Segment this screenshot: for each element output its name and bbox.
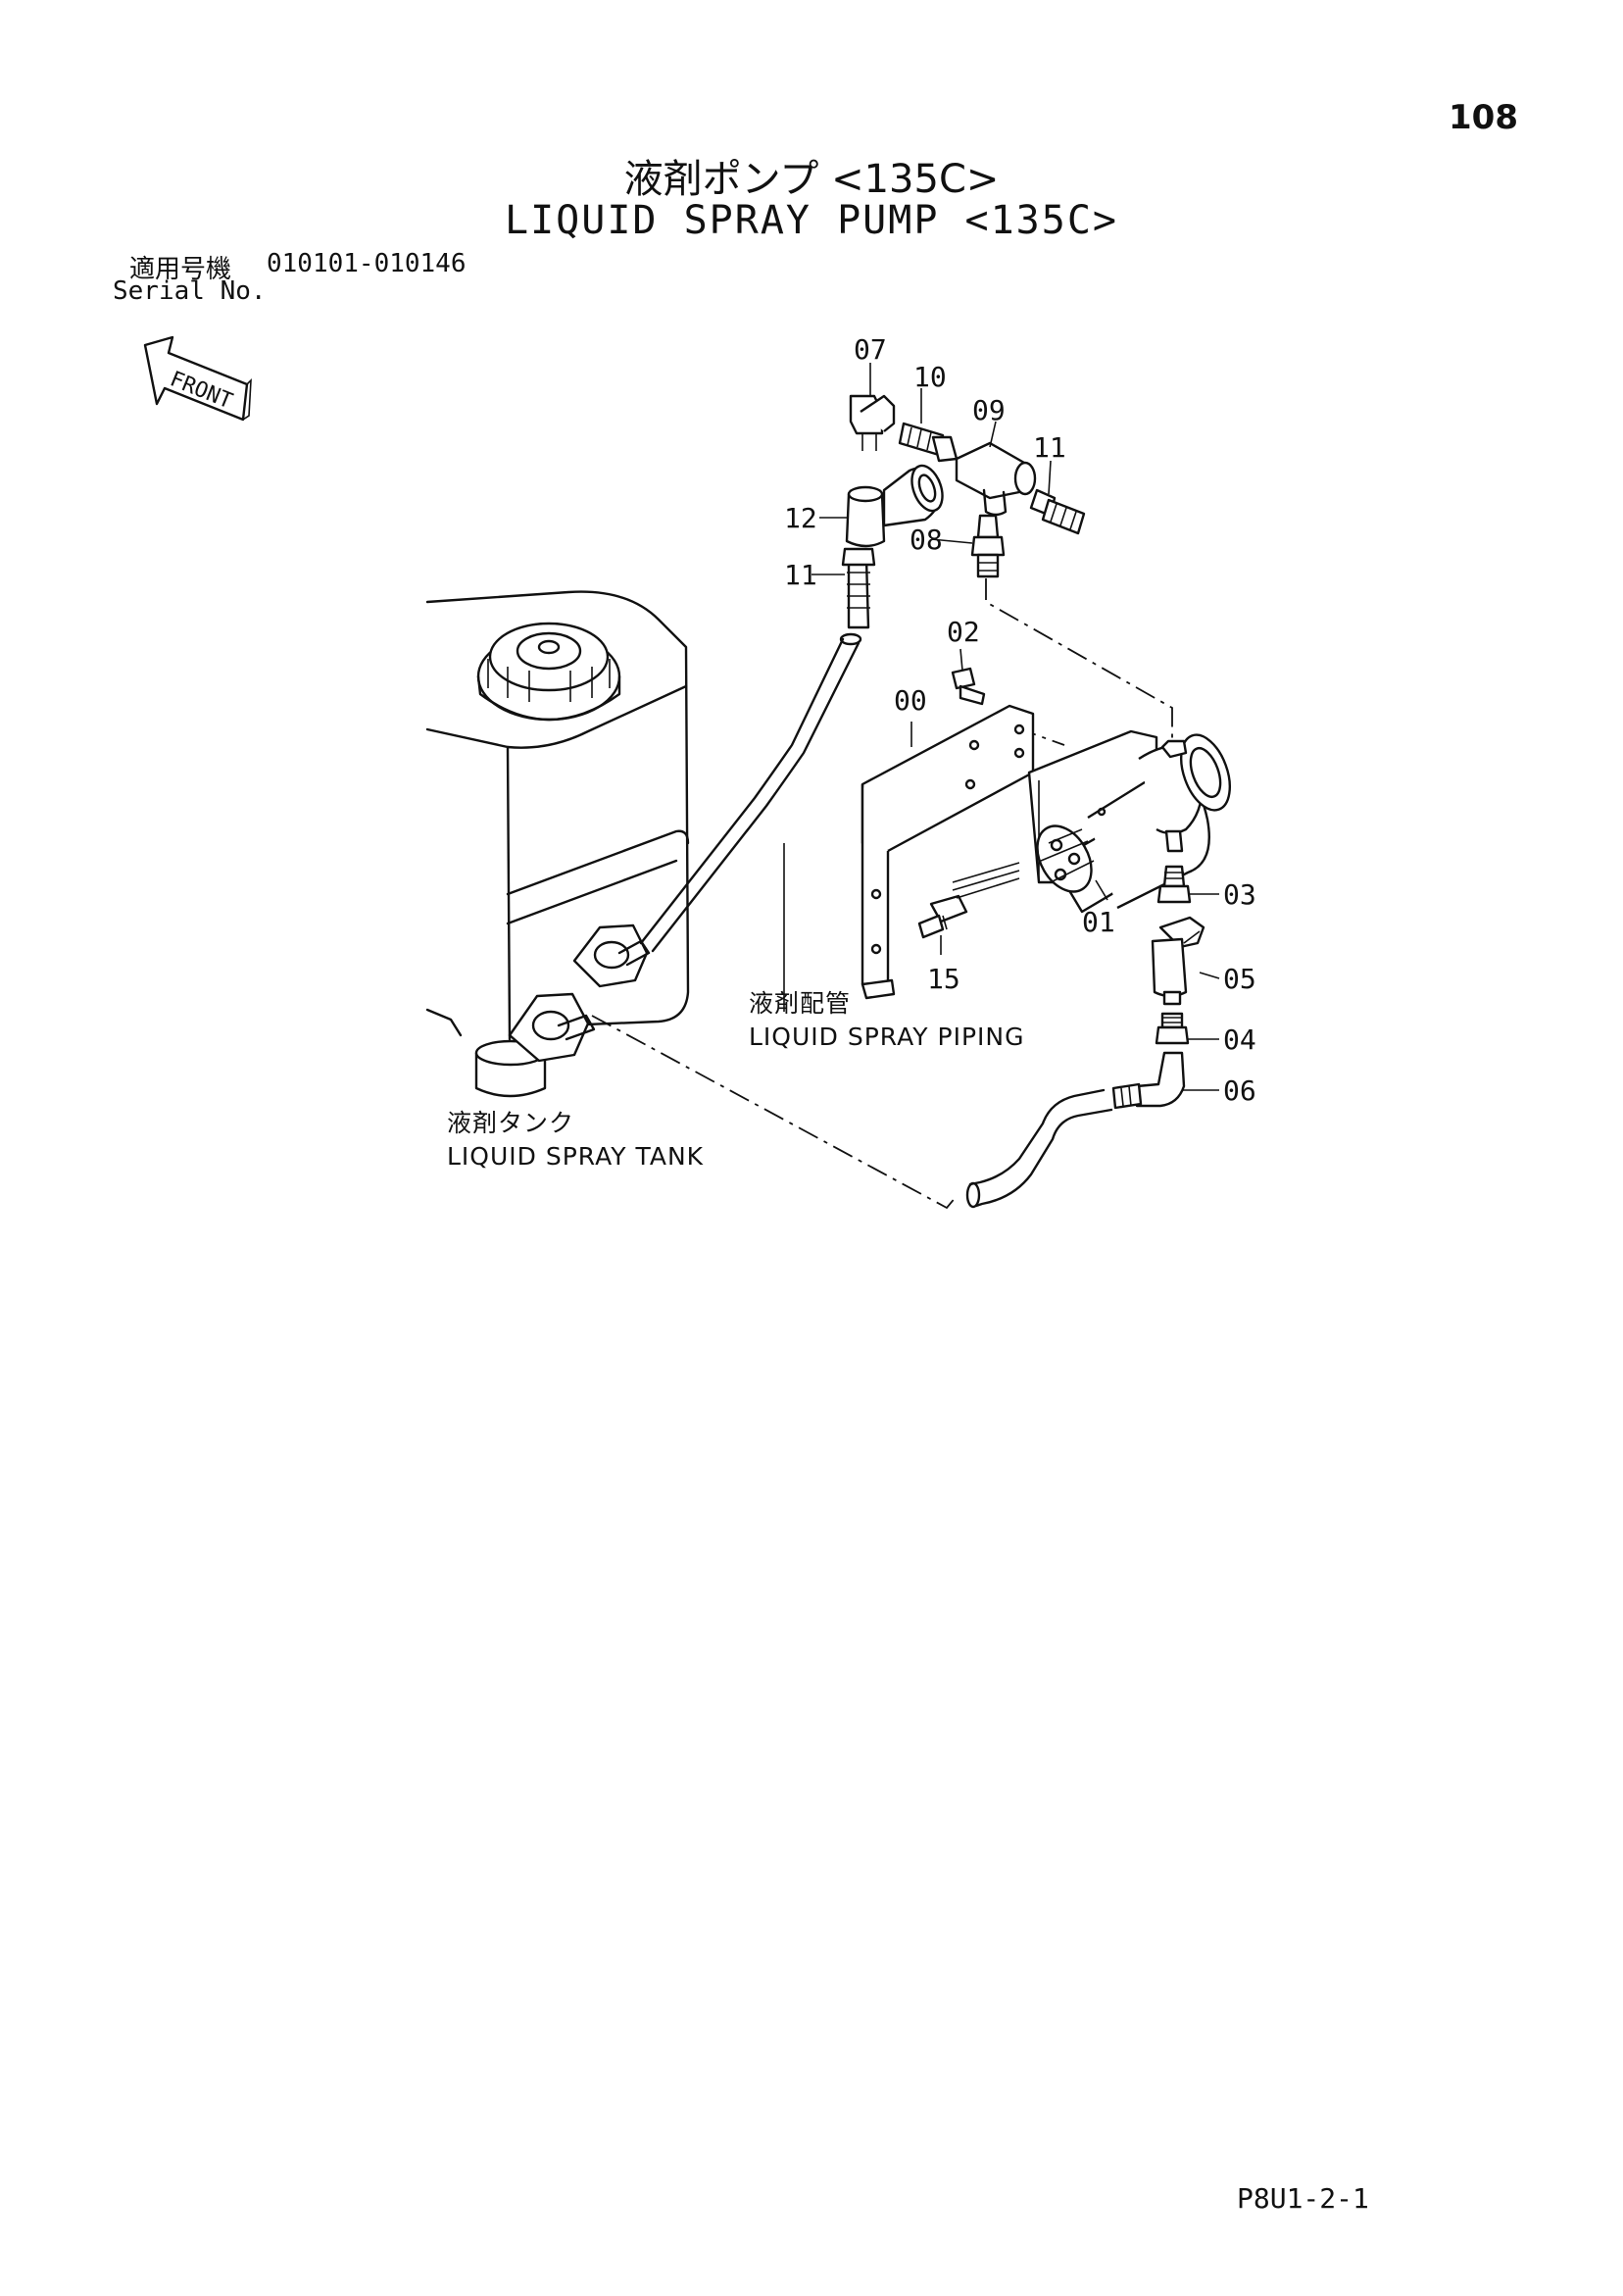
label-09: 09	[972, 394, 1006, 426]
page-number: 108	[1449, 98, 1518, 137]
tank-callout-japanese: 液剤タンク	[447, 1109, 574, 1137]
label-10: 10	[913, 361, 947, 393]
serial-range: 010101-010146	[267, 249, 467, 278]
fitting-04	[1155, 1012, 1190, 1045]
label-11-upper: 11	[1033, 431, 1066, 464]
bracket-00	[861, 704, 1035, 1000]
liquid-spray-tank	[425, 590, 690, 1098]
fitting-03	[1156, 865, 1192, 904]
strainer-05	[1151, 916, 1205, 1006]
fitting-11-lower	[841, 547, 876, 629]
fitting-11-upper	[1029, 488, 1086, 535]
return-hose	[965, 1088, 1113, 1209]
leader-lines	[783, 363, 1220, 1091]
label-12: 12	[784, 502, 817, 534]
fitting-09-tee	[955, 441, 1037, 517]
part-labels: 07 10 09 11 12 08 11 02 00 03 01 15 05 0…	[784, 333, 1256, 1107]
label-08: 08	[910, 524, 943, 556]
serial-label-english: Serial No.	[113, 276, 267, 306]
label-11-lower: 11	[784, 559, 817, 591]
label-15: 15	[927, 963, 960, 995]
label-00: 00	[894, 684, 927, 717]
title-english: LIQUID SPRAY PUMP <135C>	[505, 198, 1118, 243]
fitting-08	[970, 514, 1006, 578]
serial-label-japanese: 適用号機	[129, 255, 232, 284]
label-04: 04	[1223, 1023, 1256, 1056]
piping-callout-english: LIQUID SPRAY PIPING	[749, 1023, 1025, 1051]
tank-callout-english: LIQUID SPRAY TANK	[447, 1142, 704, 1171]
title-japanese: 液剤ポンプ <135C>	[623, 157, 1000, 202]
piping-callout-japanese: 液剤配管	[749, 989, 851, 1018]
callouts: 液剤配管 LIQUID SPRAY PIPING 液剤タンク LIQUID SP…	[447, 989, 1025, 1171]
supply-hose	[639, 632, 862, 953]
label-07: 07	[854, 333, 887, 366]
footer-code: P8U1-2-1	[1237, 2182, 1369, 2215]
bolt-02	[951, 667, 986, 706]
label-06: 06	[1223, 1074, 1256, 1107]
label-01: 01	[1082, 906, 1115, 938]
label-05: 05	[1223, 963, 1256, 995]
fitting-12-07	[845, 394, 944, 548]
elbow-06	[1111, 1051, 1186, 1110]
label-03: 03	[1223, 878, 1256, 911]
bolt-15	[917, 894, 968, 939]
front-arrow: FRONT	[143, 335, 252, 422]
fitting-10	[898, 422, 959, 463]
label-02: 02	[947, 616, 980, 648]
pump-01	[952, 729, 1231, 914]
